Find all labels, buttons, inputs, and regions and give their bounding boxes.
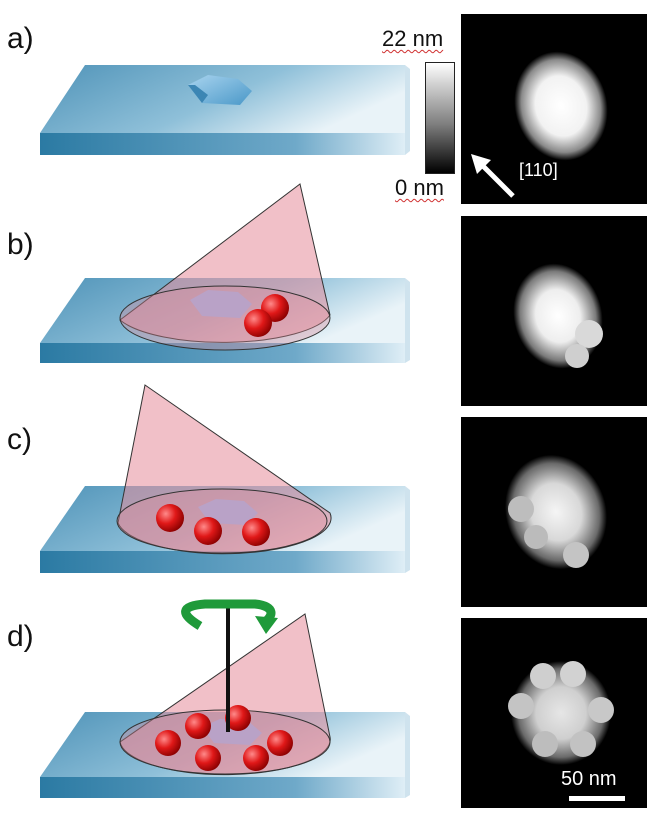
panel-label-b: b)	[7, 228, 34, 261]
afm-image-a: [110]	[461, 14, 647, 204]
afm-image-b	[461, 216, 647, 406]
direction-label: [110]	[519, 160, 558, 180]
scale-bar	[569, 796, 625, 801]
panel-label-d: d)	[7, 620, 34, 653]
colorbar-min-label: 0 nm	[395, 175, 444, 200]
afm-image-d: 50 nm	[461, 618, 647, 808]
schematic-d	[40, 599, 410, 798]
schematic-a	[40, 65, 410, 155]
schematic-b	[40, 183, 410, 363]
substrate-side	[405, 65, 410, 155]
afm-image-c	[461, 417, 647, 607]
panel-label-a: a)	[7, 22, 34, 55]
panel-label-c: c)	[7, 423, 32, 456]
colorbar-max-label: 22 nm	[382, 26, 444, 51]
particle-side	[188, 85, 208, 103]
substrate-front	[40, 133, 405, 155]
schematic-c	[40, 384, 410, 573]
colorbar	[425, 62, 455, 174]
direction-arrow-icon	[471, 154, 515, 198]
rotation-arrow-icon	[181, 599, 278, 634]
scale-bar-label: 50 nm	[561, 768, 617, 790]
